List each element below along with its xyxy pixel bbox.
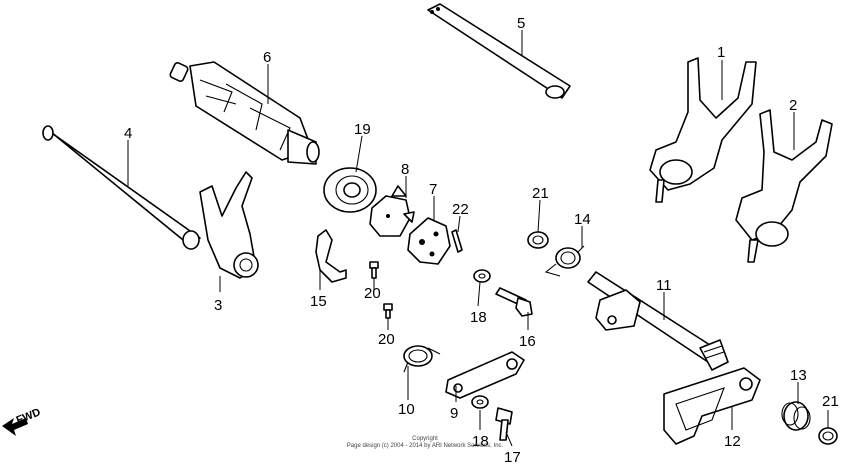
callout-21-lower: 21 (822, 393, 839, 410)
part-spring-13[interactable] (781, 401, 811, 431)
part-plate-12[interactable] (663, 367, 761, 445)
callout-16: 16 (519, 333, 536, 350)
callout-7: 7 (429, 181, 437, 198)
part-spring-14[interactable] (544, 245, 585, 277)
copyright-line-1: Copyright (412, 436, 438, 442)
part-bolt-20b[interactable] (383, 303, 393, 319)
part-bearing-19[interactable] (323, 167, 377, 213)
part-circlip-21a[interactable] (527, 231, 549, 249)
part-spindle-11[interactable] (587, 271, 729, 371)
leader-lines (127, 30, 829, 447)
callout-9: 9 (450, 405, 458, 422)
copyright-line-2: Page design (c) 2004 - 2014 by ARI Netwo… (347, 443, 504, 449)
callout-13: 13 (790, 367, 807, 384)
fwd-arrow-icon (2, 418, 28, 436)
part-fork-2[interactable] (735, 109, 833, 263)
part-bolt-16[interactable] (495, 287, 533, 317)
part-spring-10[interactable] (403, 345, 441, 373)
part-shift-drum-6[interactable] (169, 61, 320, 165)
callout-20-lower: 20 (378, 331, 395, 348)
part-circlip-21b[interactable] (818, 427, 838, 445)
callout-6: 6 (263, 49, 271, 66)
callout-4: 4 (124, 125, 132, 142)
part-fork-3[interactable] (199, 171, 259, 279)
callout-12: 12 (724, 433, 741, 450)
part-washer-18b[interactable] (471, 395, 489, 409)
callout-14: 14 (574, 211, 591, 228)
part-bolt-20a[interactable] (369, 261, 379, 279)
part-bolt-17[interactable] (495, 407, 513, 441)
callout-1: 1 (717, 44, 725, 61)
callout-2: 2 (789, 97, 797, 114)
callout-17: 17 (504, 449, 521, 466)
part-washer-18a[interactable] (473, 269, 491, 283)
callout-21-upper: 21 (532, 185, 549, 202)
callout-11: 11 (656, 277, 672, 294)
callout-10: 10 (398, 401, 415, 418)
callout-19: 19 (354, 121, 371, 138)
part-shaft-5[interactable] (427, 3, 571, 99)
part-fork-1[interactable] (649, 57, 757, 203)
part-shaft-4[interactable] (42, 125, 201, 250)
callout-20-upper: 20 (364, 285, 381, 302)
callout-5: 5 (517, 15, 525, 32)
part-plate-7[interactable] (407, 217, 451, 265)
callout-15: 15 (310, 293, 327, 310)
callout-8: 8 (401, 161, 409, 178)
callout-3: 3 (214, 297, 222, 314)
part-pin-22[interactable] (451, 229, 463, 253)
fwd-label: FWD (15, 406, 43, 427)
part-arm-15[interactable] (315, 229, 347, 283)
callout-18-lower: 18 (472, 433, 489, 450)
part-cam-8[interactable] (369, 185, 415, 237)
part-arm-9[interactable] (445, 351, 525, 399)
callout-18-upper: 18 (470, 309, 487, 326)
callout-22: 22 (452, 201, 469, 218)
